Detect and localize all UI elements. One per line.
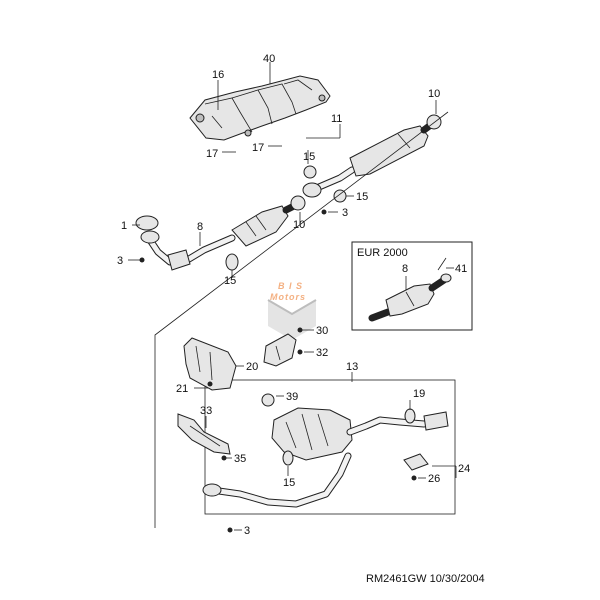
label-part-41: 41 (455, 263, 467, 275)
label-part-3-left: 3 (117, 255, 123, 267)
label-part-33: 33 (200, 405, 212, 417)
watermark-logo (267, 299, 317, 340)
label-part-10-mid: 10 (293, 219, 305, 231)
center-pipe-resonator (302, 100, 442, 215)
shield-parts (177, 327, 314, 461)
watermark-text-top: B I S (278, 281, 303, 291)
label-part-15-mid: 15 (356, 191, 368, 203)
heat-shield-assembly (189, 62, 331, 153)
label-part-8: 8 (197, 221, 203, 233)
label-part-11: 11 (331, 113, 342, 125)
label-part-35: 35 (234, 453, 246, 465)
label-part-15-upper: 15 (303, 151, 315, 163)
watermark-text-bottom: Motors (270, 292, 306, 302)
label-part-17-left: 17 (206, 148, 218, 160)
label-part-15-lower: 15 (224, 275, 236, 287)
label-part-3-rear: 3 (244, 525, 250, 537)
label-part-15-rear: 15 (283, 477, 295, 489)
eur2000-inset (351, 241, 473, 331)
label-part-19: 19 (413, 388, 425, 400)
label-part-32: 32 (316, 347, 328, 359)
inset-title: EUR 2000 (357, 247, 408, 259)
label-part-1: 1 (121, 220, 127, 232)
label-part-24: 24 (458, 463, 470, 475)
drawing-reference-caption: RM2461GW 10/30/2004 (366, 573, 485, 585)
label-part-13: 13 (346, 361, 358, 373)
label-part-3-upper: 3 (342, 207, 348, 219)
label-part-40: 40 (263, 53, 275, 65)
label-part-20: 20 (246, 361, 258, 373)
label-part-16: 16 (212, 69, 224, 81)
label-part-39: 39 (286, 391, 298, 403)
label-part-8-inset: 8 (402, 263, 408, 275)
label-part-26: 26 (428, 473, 440, 485)
label-part-17-right: 17 (252, 142, 264, 154)
label-part-10-top: 10 (428, 88, 440, 100)
front-pipe-converter (128, 195, 306, 278)
label-part-21: 21 (176, 383, 188, 395)
label-part-30: 30 (316, 325, 328, 337)
rear-muffler-assembly (202, 372, 457, 533)
